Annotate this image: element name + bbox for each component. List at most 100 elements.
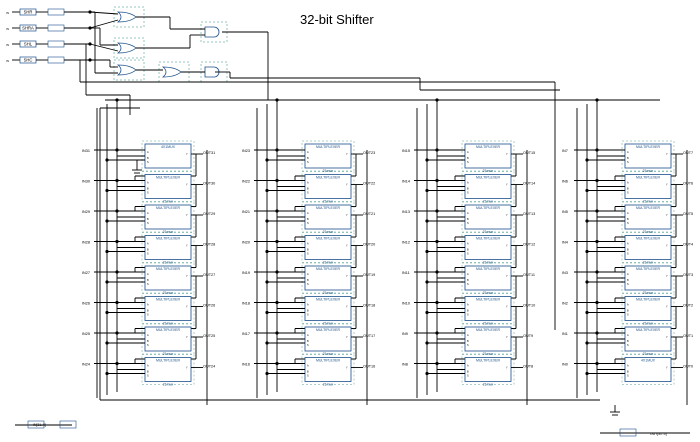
pin-label: S	[627, 344, 629, 347]
pin-label: Y	[666, 275, 668, 278]
output-label-out20: OUT20	[363, 243, 375, 247]
pin-label: Y	[346, 306, 348, 309]
mux-type-label: 21mux	[323, 169, 334, 173]
pin-label: S	[627, 222, 629, 225]
mux-label: MULTIPLEXER	[476, 298, 501, 302]
pin-label: A	[307, 365, 309, 368]
pin-label: Y	[346, 153, 348, 156]
pin-label: S	[147, 283, 149, 286]
pin-label: S	[627, 161, 629, 164]
input-label-in10: IN10	[402, 302, 410, 306]
input-label-in5: IN5	[562, 210, 568, 214]
pin-label: Y	[346, 184, 348, 187]
input-label-in8: IN8	[402, 363, 408, 367]
pin-label: A	[467, 365, 469, 368]
junction-dot	[115, 239, 119, 244]
pin-label: A	[467, 182, 469, 185]
junction-dot	[595, 270, 599, 274]
output-label-out10: OUT10	[523, 304, 535, 308]
pin-label: B	[627, 157, 629, 160]
pin-label: S	[307, 314, 309, 317]
mux-label: MULTIPLEXER	[636, 206, 661, 210]
input-label-in31: IN31	[82, 149, 90, 153]
input-label-in6: IN6	[562, 180, 568, 184]
pin-label: S	[307, 161, 309, 164]
multiplexer-block	[304, 326, 352, 352]
pin-label: A	[467, 334, 469, 337]
multiplexer-block	[144, 265, 192, 291]
multiplexer-block	[464, 296, 512, 321]
control-input-label: SHRA	[22, 26, 34, 31]
pin-label: S	[627, 375, 629, 378]
input-label-in0: IN0	[562, 363, 568, 367]
output-label-out0: OUT0	[683, 365, 693, 369]
pin-label: A	[147, 273, 149, 276]
pin-label: A	[627, 273, 629, 276]
junction-dot	[435, 98, 439, 102]
pin-label: B	[467, 188, 469, 191]
input-pin-buffer	[47, 40, 65, 48]
pin-label: Y	[666, 367, 668, 370]
output-label-out25: OUT25	[203, 334, 215, 338]
pin-label: B	[467, 371, 469, 374]
output-label-out11: OUT11	[523, 273, 535, 277]
mux-type-label: 21mux	[323, 200, 334, 204]
multiplexer-block	[144, 174, 192, 199]
pin-label: A	[627, 365, 629, 368]
input-label-in20: IN20	[242, 241, 250, 245]
input-label-in21: IN21	[242, 210, 250, 214]
mux-type-label: 21mux	[323, 352, 334, 356]
input-label-in24: IN24	[82, 363, 90, 367]
mux-label: MULTIPLEXER	[156, 298, 181, 302]
multiplexer-block	[624, 326, 672, 352]
multiplexer-block	[464, 235, 512, 260]
input-label-in7: IN7	[562, 149, 568, 153]
mux-4x1-block	[624, 357, 672, 382]
pin-label: A	[467, 151, 469, 154]
pin-label: S	[147, 375, 149, 378]
pin-label: B	[627, 310, 629, 313]
mux-label: MULTIPLEXER	[156, 267, 181, 271]
output-label-out7: OUT7	[683, 151, 693, 155]
junction-dot	[275, 209, 279, 213]
control-input-label: SHC	[24, 58, 33, 63]
pin-label: S	[147, 222, 149, 225]
mux-type-label: 21mux	[323, 383, 334, 387]
input-pin-buffer	[47, 24, 65, 32]
multiplexer-block	[464, 204, 512, 230]
output-label-out14: OUT14	[523, 182, 535, 186]
junction-dot	[595, 98, 599, 102]
multiplexer-block	[144, 326, 192, 352]
pin-label: B	[147, 249, 149, 252]
pin-label: S	[147, 161, 149, 164]
pin-label: Y	[346, 275, 348, 278]
pin-label: B	[627, 340, 629, 343]
pin-label: S	[307, 344, 309, 347]
pin-label: B	[307, 310, 309, 313]
pin-label: Y	[666, 214, 668, 217]
pin-label: Y	[506, 336, 508, 339]
pin-label: S	[307, 283, 309, 286]
pin-label: S	[307, 222, 309, 225]
mux-label: MULTIPLEXER	[476, 359, 501, 363]
input-label-in23: IN23	[242, 149, 250, 153]
junction-dot	[435, 300, 439, 305]
multiplexer-block	[304, 174, 352, 199]
mux-label: MULTIPLEXER	[316, 267, 341, 271]
mux-type-label: 21mux	[163, 230, 174, 234]
junction-dot	[275, 148, 279, 152]
pin-label: S	[147, 192, 149, 195]
pin-label: Y	[186, 367, 188, 370]
pin-label: Y	[666, 336, 668, 339]
mux-label: MULTIPLEXER	[476, 237, 501, 241]
pin-label: Y	[346, 245, 348, 248]
multiplexer-block	[464, 143, 512, 169]
pin-label: S	[467, 314, 469, 317]
input-label-in19: IN19	[242, 271, 250, 275]
output-label-out9: OUT9	[523, 334, 533, 338]
pin-label: Y	[186, 336, 188, 339]
pin-label: S	[627, 314, 629, 317]
junction-dot	[595, 331, 599, 335]
output-label-out15: OUT15	[523, 151, 535, 155]
or-gate-1	[116, 11, 137, 23]
